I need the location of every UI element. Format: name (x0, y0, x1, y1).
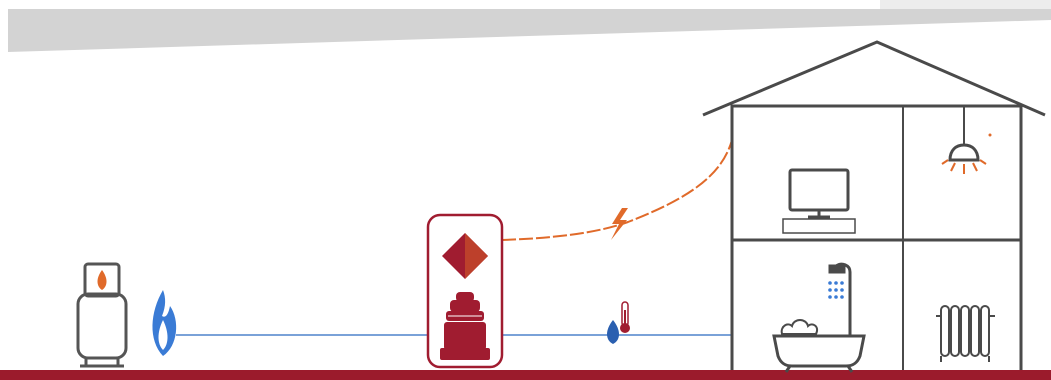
gas-cylinder-icon (78, 264, 126, 366)
chp-unit-icon (428, 215, 502, 367)
ceiling-lamp-icon (942, 106, 992, 174)
bathtub-shower-icon (774, 264, 864, 372)
gas-flame-icon (152, 290, 176, 356)
thermometer-drop-icon (607, 302, 630, 344)
lightning-icon (611, 208, 628, 240)
top-banner-highlight (880, 0, 1051, 9)
television-icon (783, 170, 855, 233)
radiator-icon (936, 306, 995, 362)
electric-line (502, 140, 732, 240)
house-icon (703, 42, 1045, 370)
ground-bar (0, 370, 1051, 380)
top-banner (8, 9, 1051, 52)
